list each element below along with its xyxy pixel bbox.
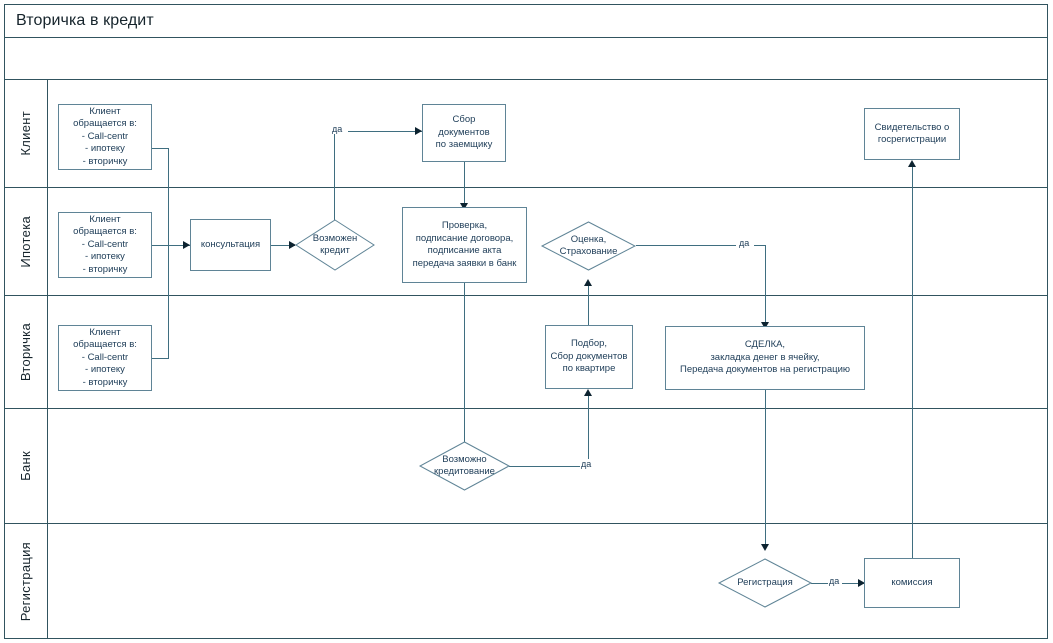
node-registration-decision[interactable]: Регистрация: [717, 558, 813, 608]
edge-registration-yes-right: [811, 583, 828, 585]
node-appraisal[interactable]: Оценка,Страхование: [540, 221, 637, 271]
lane-label-client: Клиент: [18, 111, 33, 156]
lane-header-registration: Регистрация: [4, 524, 48, 639]
diagram-title-band: Вторичка в кредит: [4, 4, 1048, 38]
arrowhead-flat-docs-in: [584, 389, 592, 396]
edge-registration-yes-right2: [842, 583, 864, 585]
arrowhead-appraisal-in: [584, 279, 592, 286]
diamond-shape-credit: [295, 219, 375, 271]
edge-flat-docs-to-appraisal: [588, 283, 590, 325]
lane-registration: Регистрация: [4, 524, 1048, 639]
edge-label-yes-credit: да: [331, 124, 344, 134]
phase-band: [4, 38, 1048, 80]
arrowhead-docs-borrower-in: [415, 127, 422, 135]
edge-consultation-to-credit: [271, 245, 295, 247]
diamond-shape-registration: [717, 558, 813, 608]
lane-label-bank: Банк: [18, 451, 33, 481]
lane-bank: Банк: [4, 409, 1048, 524]
edge-label-yes-registration: да: [828, 576, 841, 586]
lane-vtorichka: Вторичка: [4, 296, 1048, 409]
edge-appraisal-yes-right2: [754, 245, 766, 247]
lane-label-ipoteka: Ипотека: [18, 215, 33, 268]
edge-trunk-to-consultation: [168, 245, 190, 247]
arrowhead-credit-in: [289, 241, 296, 249]
lane-header-ipoteka: Ипотека: [4, 188, 48, 295]
lane-header-bank: Банк: [4, 409, 48, 523]
node-commission[interactable]: комиссия: [864, 558, 960, 608]
diamond-shape-lending: [418, 441, 511, 491]
edge-client3-stub: [152, 358, 169, 360]
edge-check-to-lending: [464, 283, 466, 451]
node-consultation[interactable]: консультация: [190, 219, 271, 271]
diamond-shape-appraisal: [540, 221, 637, 271]
edge-deal-to-registration: [765, 390, 767, 548]
edge-appraisal-yes-right: [636, 245, 736, 247]
edge-appraisal-down-to-deal: [765, 245, 767, 326]
arrowhead-consultation-in: [183, 241, 190, 249]
edge-commission-to-certificate: [912, 164, 914, 558]
edge-client1-stub: [152, 148, 169, 150]
arrowhead-certificate-in: [908, 160, 916, 167]
pool-frame: [4, 4, 1048, 639]
edge-credit-yes-right: [348, 131, 422, 133]
edge-client-trunk: [168, 148, 170, 359]
edge-label-yes-appraisal: да: [738, 238, 751, 248]
arrowhead-deal-in: [761, 322, 769, 329]
lane-client: Клиент: [4, 80, 1048, 188]
lane-header-client: Клиент: [4, 80, 48, 187]
arrowhead-check-in: [460, 203, 468, 210]
edge-credit-up: [334, 131, 336, 220]
page-title: Вторичка в кредит: [16, 11, 154, 29]
edge-lending-yes-up: [588, 393, 590, 467]
edge-client2-stub: [152, 245, 169, 247]
arrowhead-registration-in: [761, 544, 769, 551]
lane-header-vtorichka: Вторичка: [4, 296, 48, 408]
edge-lending-yes-right: [509, 466, 589, 468]
edge-label-yes-lending: да: [580, 459, 593, 469]
node-deal[interactable]: СДЕЛКА,закладка денег в ячейку,Передача …: [665, 326, 865, 390]
edge-docs-to-check: [464, 162, 466, 207]
arrowhead-commission-in: [858, 579, 865, 587]
node-check-sign[interactable]: Проверка,подписание договора,подписание …: [402, 207, 527, 283]
lane-label-registration: Регистрация: [18, 541, 33, 622]
lane-label-vtorichka: Вторичка: [18, 322, 33, 382]
lane-ipoteka: Ипотека: [4, 188, 1048, 296]
